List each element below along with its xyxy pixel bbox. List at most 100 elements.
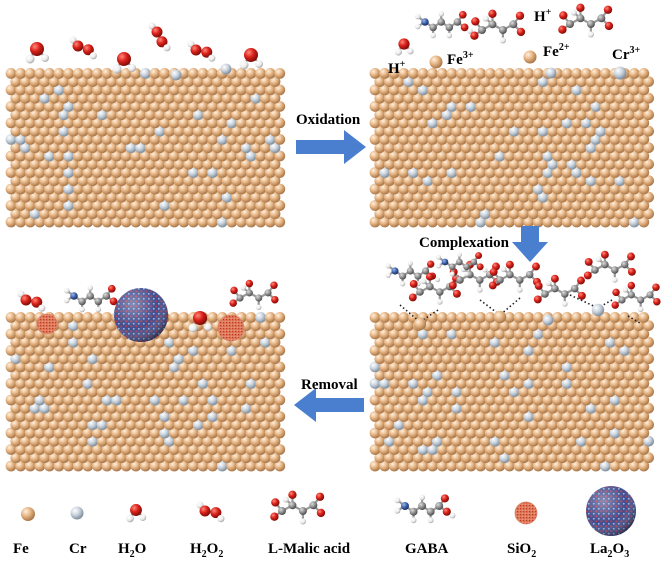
fe-atom — [159, 460, 171, 472]
fe-atom — [388, 167, 400, 178]
fe-atom — [207, 378, 219, 389]
fe-atom — [628, 167, 640, 178]
fe2-ion-label: Fe2+ — [543, 42, 570, 60]
fe-atom — [585, 353, 597, 365]
fe-atom — [547, 109, 558, 121]
fe-atom — [628, 460, 640, 472]
fe-atom — [499, 125, 510, 137]
fe-atom — [264, 84, 276, 96]
fe-atom — [456, 183, 467, 195]
fe-atom — [398, 150, 410, 162]
cr-atom — [480, 208, 491, 220]
fe-atom — [643, 452, 654, 464]
fe-atom — [451, 208, 462, 220]
fe-atom — [68, 175, 79, 187]
fe-atom — [82, 328, 94, 340]
fe-atom — [460, 435, 472, 447]
fe-atom — [24, 117, 36, 129]
fe-atom — [173, 419, 185, 431]
fe-atom — [595, 208, 606, 220]
fe-atom — [207, 183, 219, 195]
fe-atom — [508, 369, 520, 381]
fe-atom — [111, 216, 122, 228]
carbon-atom — [551, 284, 559, 293]
fe-atom — [188, 460, 199, 472]
fe-atom — [470, 76, 482, 87]
hydrogen-atom — [394, 507, 401, 514]
fe-atom — [571, 378, 582, 389]
cr-atom — [188, 345, 199, 356]
fe-atom — [542, 378, 554, 389]
fe-atom — [619, 150, 630, 162]
fe-atom — [628, 427, 640, 439]
cr-atom — [393, 419, 405, 431]
carbon-atom — [611, 266, 619, 274]
fe-atom — [566, 76, 578, 87]
fe-atom — [48, 109, 60, 121]
fe-atom — [72, 411, 84, 422]
cr-atom — [508, 125, 520, 137]
fe-atom — [532, 101, 544, 112]
fe-atom — [245, 68, 257, 79]
fe-atom — [255, 68, 266, 79]
fe-atom — [436, 117, 448, 129]
fe-atom — [571, 411, 582, 422]
fe-atom — [475, 117, 486, 129]
fe-atom — [116, 386, 127, 398]
fe-atom — [140, 101, 151, 112]
fe-atom — [5, 84, 17, 96]
fe-atom — [369, 345, 381, 356]
fe-atom — [513, 101, 525, 112]
fe-atom — [456, 84, 467, 96]
fe-atom — [72, 117, 84, 129]
hydrogen-atom — [415, 23, 421, 30]
fe-atom — [398, 134, 410, 145]
carbon-atom — [456, 258, 463, 266]
fe-atom — [576, 175, 587, 187]
fe-atom — [216, 378, 228, 389]
fe-atom — [207, 216, 219, 228]
fe-atom — [628, 328, 640, 340]
fe-atom — [460, 92, 472, 104]
fe-atom — [116, 419, 127, 431]
fe-atom — [504, 84, 515, 96]
fe-atom — [82, 444, 94, 455]
cr-atom — [369, 378, 381, 389]
fe-atom — [614, 369, 626, 381]
fe-atom — [101, 427, 113, 439]
fe-atom — [393, 92, 405, 104]
hydrogen-atom — [438, 11, 444, 17]
fe-atom — [111, 411, 122, 422]
fe-atom — [432, 191, 443, 203]
fe-atom — [523, 134, 534, 145]
fe-atom — [576, 109, 587, 121]
fe-atom — [188, 216, 199, 228]
cr-atom — [170, 69, 182, 81]
fe-atom — [379, 345, 390, 356]
fe-atom — [178, 216, 190, 228]
fe-atom — [633, 125, 645, 137]
fe-atom — [77, 142, 89, 154]
fe-atom — [518, 452, 530, 464]
fe-atom — [446, 200, 458, 211]
fe-atom — [221, 208, 233, 220]
fe-atom — [408, 394, 419, 406]
fe-atom — [436, 328, 448, 340]
fe-atom — [408, 444, 419, 455]
carbon-atom — [601, 260, 609, 269]
fe-atom — [475, 328, 486, 340]
fe-atom — [15, 460, 26, 472]
fe-atom — [221, 142, 233, 154]
hydrogen-atom — [587, 31, 594, 38]
hydrogen-atom — [456, 252, 462, 258]
fe-atom — [528, 158, 539, 170]
fe-atom — [140, 84, 151, 96]
carbon-atom — [436, 288, 444, 296]
fe-atom — [470, 208, 482, 220]
fe-atom — [446, 134, 458, 145]
fe-atom — [408, 183, 419, 195]
fe-atom — [231, 76, 243, 87]
fe-atom — [111, 84, 122, 96]
fe-atom — [96, 435, 108, 447]
fe-atom — [188, 444, 199, 455]
